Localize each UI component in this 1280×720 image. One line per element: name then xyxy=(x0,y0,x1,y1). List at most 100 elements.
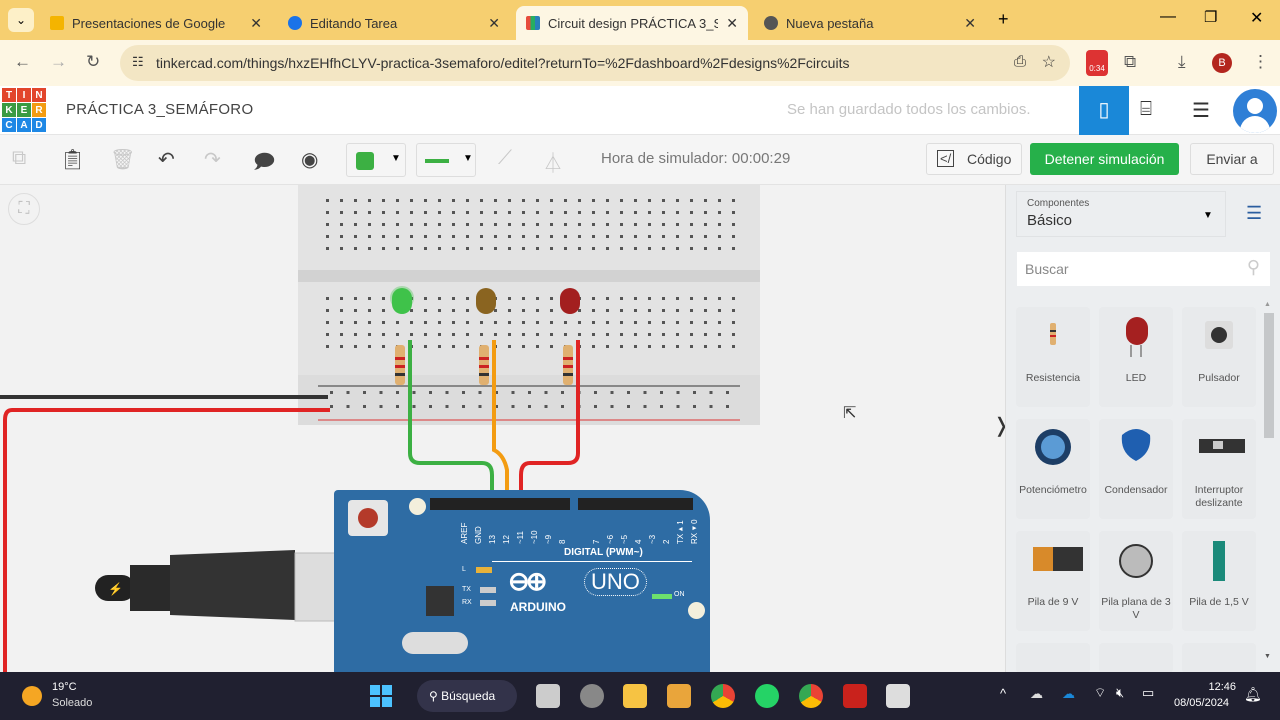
component-6[interactable]: Interruptor deslizante xyxy=(1182,419,1256,519)
extension-timer-icon[interactable]: 0:34 xyxy=(1086,50,1108,76)
component-9[interactable]: Pila de 1,5 V xyxy=(1182,531,1256,631)
schematic-view-icon[interactable]: ⌸ xyxy=(1140,98,1152,120)
minimize-button[interactable]: — xyxy=(1160,8,1176,25)
wifi-icon[interactable]: ⌔ xyxy=(1094,685,1107,700)
notifications-icon[interactable]: 🔔︎ xyxy=(1244,686,1262,702)
close-tab-icon[interactable]: ✕ xyxy=(488,14,500,31)
tab-editando-tarea[interactable]: Editando Tarea✕ xyxy=(278,6,510,40)
site-info-icon[interactable]: ☷ xyxy=(132,54,144,69)
search-label: Búsqueda xyxy=(441,689,496,703)
component-5[interactable]: Condensador xyxy=(1099,419,1173,519)
tab-search-button[interactable]: ⌄ xyxy=(8,8,34,32)
scroll-up-icon[interactable]: ▲ xyxy=(1264,301,1271,308)
tab-title: Circuit design PRÁCTICA 3_SEM xyxy=(548,15,718,31)
tab-circuit-design[interactable]: Circuit design PRÁCTICA 3_SEM ✕ xyxy=(516,6,748,40)
battery-icon[interactable]: ▭ xyxy=(1142,685,1155,700)
new-tab-button[interactable]: + xyxy=(998,9,1009,29)
paste-icon[interactable]: 📋︎ xyxy=(60,149,86,171)
pin-label: ~11 xyxy=(516,531,525,544)
show-hidden-icons[interactable]: ^ xyxy=(1000,686,1007,701)
install-icon[interactable]: ⎙ xyxy=(1013,53,1026,70)
component-partial[interactable] xyxy=(1016,643,1090,673)
address-bar[interactable]: ☷ tinkercad.com/things/hxzEHfhCLYV-pract… xyxy=(120,45,1070,81)
component-1[interactable]: Resistencia xyxy=(1016,307,1090,407)
onedrive-business-icon[interactable]: ☁ xyxy=(1062,686,1075,701)
component-4[interactable]: Potenciómetro xyxy=(1016,419,1090,519)
close-tab-icon[interactable]: ✕ xyxy=(250,14,262,31)
scrollbar-thumb[interactable] xyxy=(1264,313,1274,438)
component-partial[interactable] xyxy=(1182,643,1256,673)
undo-icon[interactable]: ↶ xyxy=(158,149,175,171)
notes-icon[interactable]: 🗩︎ xyxy=(253,151,276,173)
forward-icon[interactable]: → xyxy=(50,52,67,71)
clock-time[interactable]: 12:46 xyxy=(1208,681,1236,693)
close-tab-icon[interactable]: ✕ xyxy=(964,14,976,31)
snipping-tool-icon[interactable] xyxy=(886,684,910,708)
component-list-icon[interactable]: ☰ xyxy=(1192,100,1210,122)
pushbutton-icon xyxy=(1205,321,1233,349)
component-7[interactable]: Pila de 9 V xyxy=(1016,531,1090,631)
user-avatar[interactable] xyxy=(1233,89,1277,133)
fit-view-icon[interactable]: ⛶ xyxy=(8,193,40,225)
tinkercad-logo[interactable]: T I N K E R C A D xyxy=(2,88,46,132)
component-3[interactable]: Pulsador xyxy=(1182,307,1256,407)
stop-simulation-button[interactable]: Detener simulación xyxy=(1030,143,1179,175)
tab-google-slides[interactable]: Presentaciones de Google ✕ xyxy=(40,6,272,40)
onedrive-icon[interactable]: ☁ xyxy=(1030,686,1043,701)
reload-icon[interactable]: ↻ xyxy=(86,52,101,71)
visibility-icon[interactable]: ◉ xyxy=(301,149,319,171)
circuit-view-button[interactable]: ▯ xyxy=(1079,86,1129,135)
component-partial[interactable] xyxy=(1099,643,1173,673)
component-label: Potenciómetro xyxy=(1019,484,1087,496)
reset-button[interactable] xyxy=(348,500,388,536)
redo-icon[interactable]: ↷ xyxy=(204,149,221,171)
code-button[interactable]: </Código xyxy=(926,143,1022,175)
chrome-profile-icon[interactable] xyxy=(799,684,823,708)
taskbar-search[interactable]: ⚲ Búsqueda xyxy=(417,680,517,712)
tab-nueva-pestana[interactable]: Nueva pestaña✕ xyxy=(754,6,986,40)
list-view-icon[interactable]: ☰ xyxy=(1246,203,1263,223)
menu-icon[interactable]: ⋮ xyxy=(1252,52,1269,71)
bookmark-star-icon[interactable]: ☆ xyxy=(1041,54,1056,71)
app-icon[interactable] xyxy=(667,684,691,708)
scroll-down-icon[interactable]: ▼ xyxy=(1264,653,1271,660)
component-8[interactable]: Pila plana de 3 V xyxy=(1099,531,1173,631)
collapse-panel-icon[interactable]: ❭ xyxy=(993,413,1005,438)
digital-label: DIGITAL (PWM~) xyxy=(564,547,643,558)
rotate-icon[interactable]: ⟋ xyxy=(498,147,512,169)
pin-label: ~10 xyxy=(530,530,539,544)
delete-icon[interactable]: 🗑︎ xyxy=(110,149,136,171)
profile-avatar[interactable]: B xyxy=(1212,53,1232,73)
close-tab-icon[interactable]: ✕ xyxy=(726,14,738,31)
copy-icon[interactable]: ⧉ xyxy=(12,147,27,169)
wire-type-picker[interactable]: ▼ xyxy=(416,143,476,177)
download-icon[interactable]: ⤓ xyxy=(1178,52,1186,71)
volume-muted-icon[interactable]: 🔇︎ xyxy=(1116,685,1125,700)
color-picker[interactable]: ▼ xyxy=(346,143,406,177)
design-title[interactable]: PRÁCTICA 3_SEMÁFORO xyxy=(66,101,254,118)
extensions-icon[interactable]: ⧉ xyxy=(1124,52,1137,71)
windows-start-icon[interactable] xyxy=(370,685,392,707)
weather-sun-icon[interactable] xyxy=(22,686,42,706)
weather-temp: 19°C xyxy=(52,681,77,693)
settings-icon[interactable] xyxy=(580,684,604,708)
mirror-icon[interactable]: ⏃ xyxy=(543,153,563,175)
category-dropdown[interactable]: Componentes Básico ▼ xyxy=(1016,191,1226,237)
browser-tab-bar: ⌄ Presentaciones de Google ✕ Editando Tar… xyxy=(0,0,1280,40)
header-pins-right xyxy=(578,498,693,510)
send-to-button[interactable]: Enviar a xyxy=(1190,143,1274,175)
search-input[interactable]: Buscar ⚲ xyxy=(1017,252,1270,286)
task-view-icon[interactable] xyxy=(536,684,560,708)
file-explorer-icon[interactable] xyxy=(623,684,647,708)
restore-button[interactable]: ❐ xyxy=(1204,9,1218,26)
component-2[interactable]: LED xyxy=(1099,307,1173,407)
clock-date[interactable]: 08/05/2024 xyxy=(1174,697,1230,709)
chrome-icon[interactable] xyxy=(711,684,735,708)
whatsapp-icon[interactable] xyxy=(755,684,779,708)
acrobat-icon[interactable] xyxy=(843,684,867,708)
tab-title: Presentaciones de Google xyxy=(72,15,226,31)
close-window-button[interactable]: ✕ xyxy=(1250,10,1264,27)
back-icon[interactable]: ← xyxy=(14,52,31,71)
